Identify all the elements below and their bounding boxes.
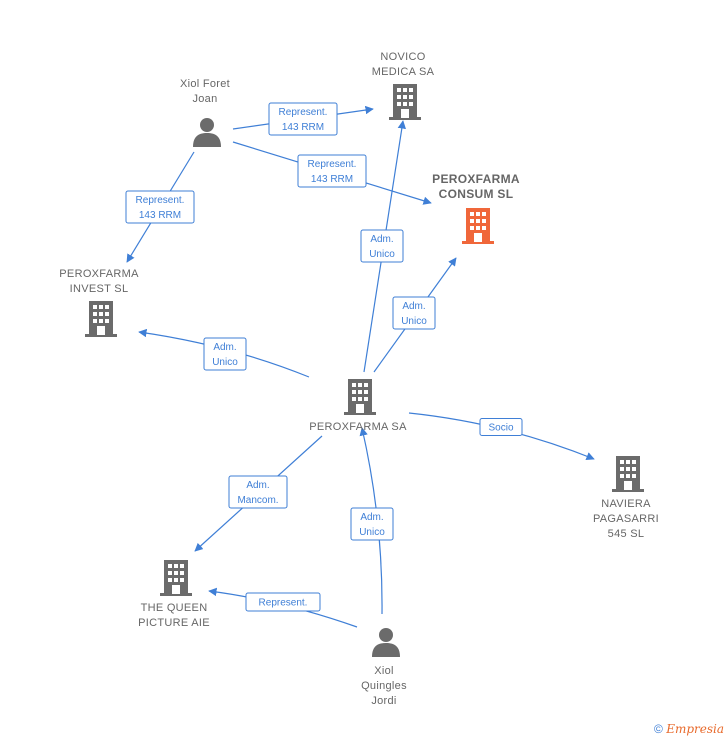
edge-label-text: 143 RRM — [139, 210, 181, 221]
edge-label[interactable]: Adm. Mancom. — [228, 475, 288, 509]
edge-label-box — [245, 592, 321, 612]
edge-quingles-sa: Adm. Unico — [350, 427, 394, 615]
building-icon — [160, 560, 192, 596]
node-label: PAGASARRI — [593, 513, 659, 525]
node-label: Jordi — [371, 695, 396, 707]
person-icon — [372, 628, 400, 657]
edge-label-text: 143 RRM — [282, 122, 324, 133]
node-label: CONSUM SL — [439, 187, 514, 201]
edge-label-text: Socio — [488, 423, 513, 434]
node-label: INVEST SL — [70, 283, 129, 295]
edge-sa-naviera: Socio — [408, 412, 595, 461]
edge-label-text: Unico — [212, 357, 238, 368]
edge-label-box — [360, 229, 404, 263]
node-label: PEROXFARMA — [432, 172, 520, 186]
edge-label-text: Represent. — [259, 598, 308, 609]
edge-label-box — [350, 507, 394, 541]
node-the-queen[interactable]: THE QUEEN PICTURE AIE — [138, 560, 210, 629]
copyright-icon: © — [654, 722, 663, 736]
edge-sa-novico: Adm. Unico — [360, 120, 406, 373]
edge-label-box — [297, 154, 367, 188]
building-icon — [344, 379, 376, 415]
building-icon — [85, 301, 117, 337]
edge-label-box — [125, 190, 195, 224]
edge-foret-consum: Represent. 143 RRM — [232, 141, 432, 205]
edge-label[interactable]: Represent. 143 RRM — [297, 154, 367, 188]
building-icon — [462, 208, 494, 244]
edge-label-text: Mancom. — [237, 495, 278, 506]
node-label: PEROXFARMA SA — [309, 421, 407, 433]
building-icon — [612, 456, 644, 492]
edge-label[interactable]: Represent. — [245, 592, 321, 612]
edge-label-text: Adm. — [402, 301, 425, 312]
node-label: MEDICA SA — [372, 66, 435, 78]
edge-label[interactable]: Represent. 143 RRM — [125, 190, 195, 224]
edge-label[interactable]: Adm. Unico — [350, 507, 394, 541]
edge-label-box — [479, 418, 523, 436]
node-label: Xiol — [374, 665, 394, 677]
node-peroxfarma-sa[interactable]: PEROXFARMA SA — [309, 379, 407, 433]
watermark: © Empresia — [654, 722, 724, 736]
edge-sa-invest: Adm. Unico — [138, 328, 310, 378]
edge-label-text: Unico — [401, 316, 427, 327]
edge-sa-consum: Adm. Unico — [373, 257, 457, 373]
node-label: Joan — [192, 93, 217, 105]
node-label: Xiol Foret — [180, 78, 230, 90]
edge-quingles-queen: Represent. — [208, 587, 358, 628]
edge-label-text: Adm. — [213, 342, 236, 353]
edge-label-text: Represent. — [279, 107, 328, 118]
edge-label-text: Represent. — [136, 195, 185, 206]
edge-label-text: Unico — [359, 527, 385, 538]
edge-foret-invest: Represent. 143 RRM — [125, 151, 195, 263]
brand-logo: Empresia — [666, 722, 724, 736]
person-icon — [193, 118, 221, 147]
node-label: Quingles — [361, 680, 407, 692]
building-icon — [389, 84, 421, 120]
edge-label-box — [228, 475, 288, 509]
node-label: PEROXFARMA — [59, 268, 139, 280]
edge-label-text: Adm. — [370, 234, 393, 245]
edge-sa-queen: Adm. Mancom. — [194, 435, 323, 552]
edge-label[interactable]: Adm. Unico — [203, 337, 247, 371]
edge-label[interactable]: Adm. Unico — [360, 229, 404, 263]
node-label: PICTURE AIE — [138, 617, 210, 629]
edge-label[interactable]: Represent. 143 RRM — [268, 102, 338, 136]
edge-label-text: Unico — [369, 249, 395, 260]
node-label: NAVIERA — [601, 498, 651, 510]
edge-label-text: 143 RRM — [311, 174, 353, 185]
edge-label-box — [268, 102, 338, 136]
node-label: NOVICO — [380, 51, 425, 63]
edge-label-text: Adm. — [246, 480, 269, 491]
edge-label-text: Represent. — [308, 159, 357, 170]
edge-label[interactable]: Adm. Unico — [392, 296, 436, 330]
node-peroxfarma-invest[interactable]: PEROXFARMA INVEST SL — [59, 268, 139, 337]
edge-label-box — [392, 296, 436, 330]
node-novico[interactable]: NOVICO MEDICA SA — [372, 51, 435, 120]
node-label: 545 SL — [608, 528, 645, 540]
edge-label-text: Adm. — [360, 512, 383, 523]
edge-foret-novico: Represent. 143 RRM — [232, 102, 374, 136]
edge-label[interactable]: Socio — [479, 418, 523, 436]
node-label: THE QUEEN — [141, 602, 208, 614]
edge-label-box — [203, 337, 247, 371]
node-naviera[interactable]: NAVIERA PAGASARRI 545 SL — [593, 456, 659, 540]
